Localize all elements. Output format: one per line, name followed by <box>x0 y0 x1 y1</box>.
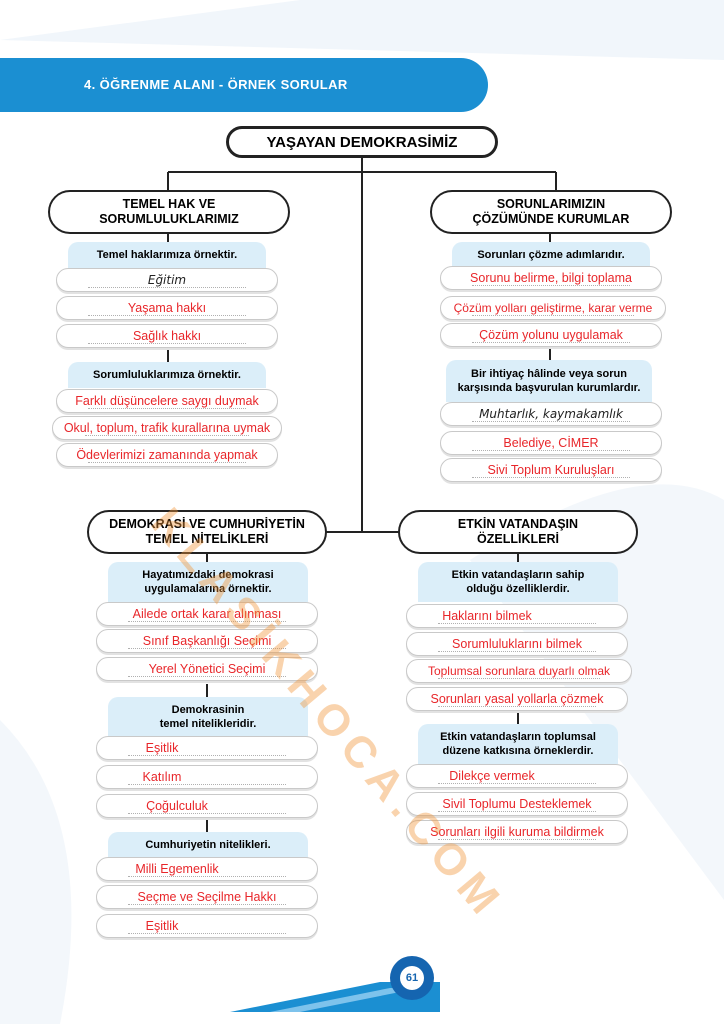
answer-text: Sorunları ilgili kuruma bildirmek <box>430 825 604 839</box>
answer-text: Sorumluluklarını bilmek <box>452 637 582 651</box>
question-text: uygulamalarına örnektir. <box>144 583 272 595</box>
answer-field: Okul, toplum, trafik kurallarına uymak <box>52 416 282 440</box>
answer-field: Sorunu belirme, bilgi toplama <box>440 266 662 290</box>
answer-text: Eşitlik <box>145 741 179 755</box>
answer-text: Sınıf Başkanlığı Seçimi <box>142 634 272 648</box>
answer-text: Yaşama hakkı <box>127 301 207 315</box>
answer-field: Eğitim <box>56 268 278 292</box>
question-text: Etkin vatandaşların toplumsal <box>440 731 596 743</box>
section-title-line: ÖZELLİKLERİ <box>477 532 559 546</box>
question-text: Temel haklarımıza örnektir. <box>96 249 238 261</box>
question-box: Cumhuriyetin nitelikleri. <box>108 832 308 858</box>
answer-text: Eşitlik <box>145 919 179 933</box>
question-text: olduğu özelliklerdir. <box>466 583 570 595</box>
answer-field: Yaşama hakkı <box>56 296 278 320</box>
answer-text: Sorunları yasal yollarla çözmek <box>430 692 604 706</box>
answer-text: Farklı düşüncelere saygı duymak <box>75 394 259 408</box>
answer-field: Sorunları ilgili kuruma bildirmek <box>406 820 628 844</box>
question-box: Temel haklarımıza örnektir. <box>68 242 266 268</box>
question-box: Etkin vatandaşların toplumsal düzene katk… <box>418 724 618 764</box>
question-box: Etkin vatandaşların sahip olduğu özellikl… <box>418 562 618 602</box>
section-title-line: TEMEL HAK VE <box>122 197 216 211</box>
answer-text: Sorunu belirme, bilgi toplama <box>470 271 632 285</box>
answer-field: Sivi Toplum Kuruluşları <box>440 458 662 482</box>
section-title-line: ETKİN VATANDAŞIN <box>457 517 579 531</box>
answer-text: Belediye, CİMER <box>503 436 599 450</box>
question-text: Bir ihtiyaç hâlinde veya sorun <box>471 368 627 380</box>
answer-field: Katılım <box>96 765 318 789</box>
answer-field: Yerel Yönetici Seçimi <box>96 657 318 681</box>
answer-text: Sağlık hakkı <box>132 329 202 343</box>
answer-text: Ödevlerimizi zamanında yapmak <box>76 448 258 462</box>
answer-text: Okul, toplum, trafik kurallarına uymak <box>63 421 271 435</box>
question-text: Cumhuriyetin nitelikleri. <box>145 839 271 851</box>
answer-field: Eşitlik <box>96 914 318 938</box>
section-title-line: SORUNLARIMIZIN <box>496 197 606 211</box>
question-box: Sorumluluklarımıza örnektir. <box>68 362 266 388</box>
answer-field: Çözüm yolunu uygulamak <box>440 323 662 347</box>
answer-text: Eğitim <box>147 273 187 287</box>
question-text: Sorumluluklarımıza örnektir. <box>93 369 241 381</box>
answer-text: Muhtarlık, kaymakamlık <box>479 407 623 421</box>
answer-text: Çözüm yolunu uygulamak <box>479 328 623 342</box>
section-title-line: ÇÖZÜMÜNDE KURUMLAR <box>472 212 630 226</box>
footer-decoration <box>230 982 440 1012</box>
answer-text: Dilekçe vermek <box>449 769 535 783</box>
main-title: YAŞAYAN DEMOKRASİMİZ <box>226 126 498 158</box>
section-title-line: TEMEL NİTELİKLERİ <box>145 532 269 546</box>
section-header-band: 4. ÖĞRENME ALANI - ÖRNEK SORULAR <box>0 58 488 112</box>
answer-field: Ödevlerimizi zamanında yapmak <box>56 443 278 467</box>
answer-field: Sivil Toplumu Desteklemek <box>406 792 628 816</box>
question-box: Demokrasinin temel nitelikleridir. <box>108 697 308 737</box>
answer-text: Ailede ortak karar alınması <box>132 607 282 621</box>
answer-field: Çözüm yolları geliştirme, karar verme <box>440 296 666 320</box>
question-text: karşısında başvurulan kurumlardır. <box>457 382 641 394</box>
answer-field: Muhtarlık, kaymakamlık <box>440 402 662 426</box>
answer-text: Çoğulculuk <box>146 799 208 813</box>
question-box: Bir ihtiyaç hâlinde veya sorun karşısında… <box>446 360 652 402</box>
section-title-line: DEMOKRASİ VE CUMHURİYETİN <box>109 517 305 531</box>
answer-text: Yerel Yönetici Seçimi <box>148 662 266 676</box>
answer-field: Belediye, CİMER <box>440 431 662 455</box>
answer-field: Eşitlik <box>96 736 318 760</box>
answer-text: Sivi Toplum Kuruluşları <box>487 463 615 477</box>
answer-field: Sorumluluklarını bilmek <box>406 632 628 656</box>
answer-field: Farklı düşüncelere saygı duymak <box>56 389 278 413</box>
answer-text: Sivil Toplumu Desteklemek <box>442 797 592 811</box>
answer-field: Dilekçe vermek <box>406 764 628 788</box>
answer-text: Toplumsal sorunlara duyarlı olmak <box>427 664 611 678</box>
section-header-title: 4. ÖĞRENME ALANI - ÖRNEK SORULAR <box>84 77 348 92</box>
question-text: Hayatımızdaki demokrasi <box>142 569 274 581</box>
answer-field: Milli Egemenlik <box>96 857 318 881</box>
answer-text: Çözüm yolları geliştirme, karar verme <box>453 301 653 315</box>
question-text: Demokrasinin <box>171 704 245 716</box>
answer-text: Haklarını bilmek <box>442 609 532 623</box>
answer-text: Milli Egemenlik <box>135 862 219 876</box>
answer-text: Seçme ve Seçilme Hakkı <box>137 890 277 904</box>
question-box: Sorunları çözme adımlarıdır. <box>452 242 650 268</box>
answer-field: Toplumsal sorunlara duyarlı olmak <box>406 659 632 683</box>
answer-field: Sorunları yasal yollarla çözmek <box>406 687 628 711</box>
answer-field: Haklarını bilmek <box>406 604 628 628</box>
answer-field: Sınıf Başkanlığı Seçimi <box>96 629 318 653</box>
page-number-badge: 61 <box>390 956 434 1000</box>
question-text: Sorunları çözme adımlarıdır. <box>477 249 625 261</box>
answer-field: Sağlık hakkı <box>56 324 278 348</box>
question-box: Hayatımızdaki demokrasi uygulamalarına ör… <box>108 562 308 602</box>
question-text: düzene katkısına örneklerdir. <box>442 745 594 757</box>
answer-field: Çoğulculuk <box>96 794 318 818</box>
answer-field: Ailede ortak karar alınması <box>96 602 318 626</box>
question-text: Etkin vatandaşların sahip <box>451 569 585 581</box>
page-number: 61 <box>400 966 424 990</box>
answer-text: Katılım <box>142 770 182 784</box>
answer-field: Seçme ve Seçilme Hakkı <box>96 885 318 909</box>
section-title-line: SORUMLULUKLARIMIZ <box>99 212 239 226</box>
question-text: temel nitelikleridir. <box>159 718 257 730</box>
